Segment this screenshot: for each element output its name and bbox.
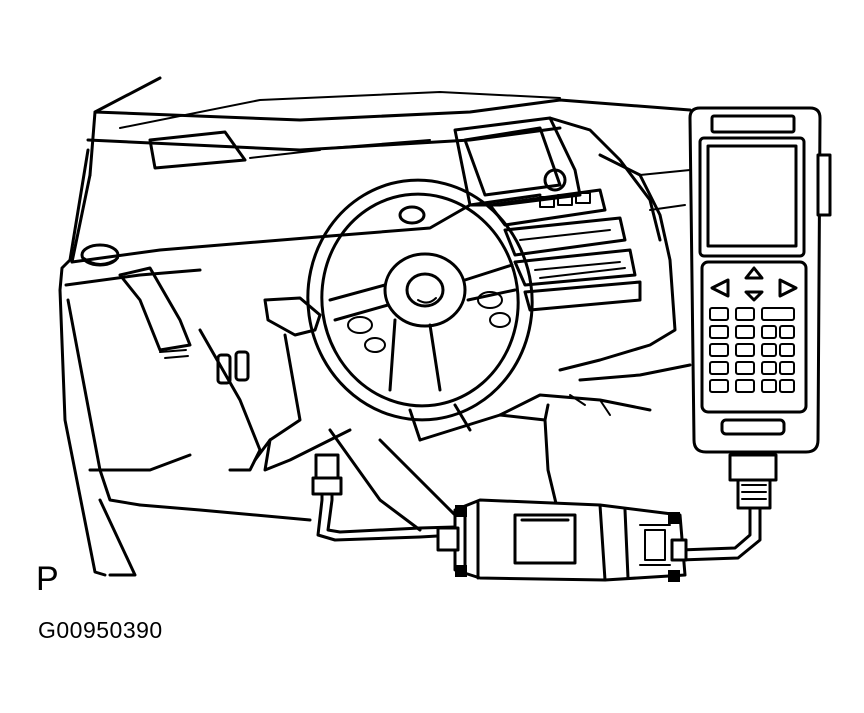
figure-id: G00950390 — [38, 617, 163, 643]
cable-icon — [311, 453, 778, 562]
view-label: P — [36, 560, 59, 598]
interface-module-icon — [436, 498, 688, 582]
steering-wheel-icon — [306, 178, 534, 442]
handheld-tester-icon — [688, 106, 832, 454]
dashboard-illustration — [58, 76, 692, 577]
